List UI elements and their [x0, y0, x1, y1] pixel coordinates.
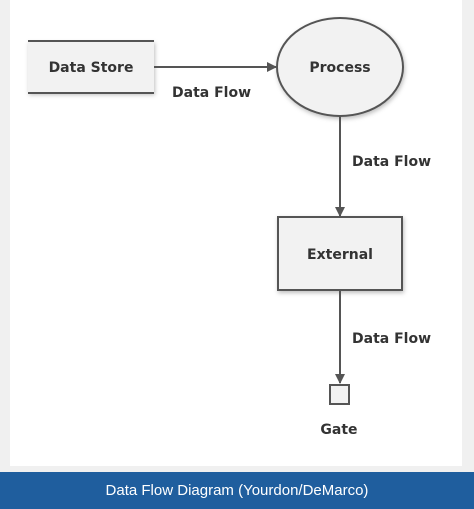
gate-node[interactable]: Gate [320, 384, 358, 438]
flow-label-store-to-process: Data Flow [172, 85, 251, 101]
flow-process-to-external: Data Flow [335, 116, 431, 217]
data-store-label: Data Store [49, 60, 134, 76]
gate-label: Gate [320, 422, 357, 438]
data-store-node[interactable]: Data Store [28, 40, 154, 94]
flow-label-external-to-gate: Data Flow [352, 331, 431, 347]
data-flow-diagram: Data Store Process Data Flow Data Flow E… [28, 17, 431, 438]
process-label: Process [309, 60, 370, 76]
process-node[interactable]: Process [276, 17, 404, 117]
flow-external-to-gate: Data Flow [335, 290, 431, 384]
external-node[interactable]: External [277, 216, 403, 291]
external-label: External [307, 247, 373, 263]
caption-bar: Data Flow Diagram (Yourdon/DeMarco) [0, 472, 474, 509]
flow-label-process-to-external: Data Flow [352, 154, 431, 170]
flow-store-to-process: Data Flow [154, 62, 277, 101]
diagram-caption: Data Flow Diagram (Yourdon/DeMarco) [105, 482, 369, 499]
